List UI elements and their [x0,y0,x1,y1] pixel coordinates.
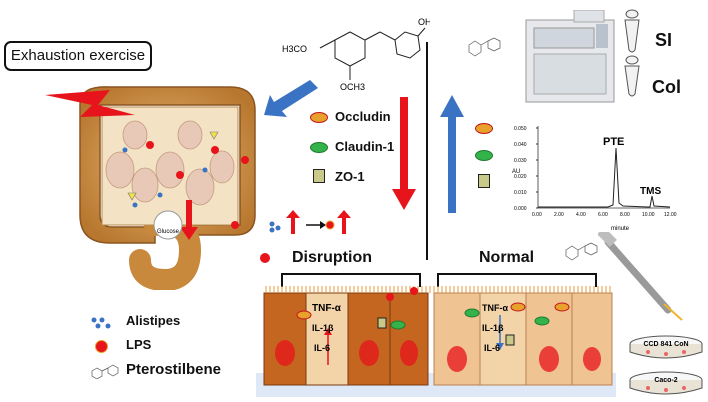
pterostilbene-small [468,37,501,57]
occludin-icon [310,112,328,123]
glucose-label: Glucose [157,229,180,235]
oh-label: OH [418,17,430,27]
pte-peak-label: PTE [603,136,624,148]
sample-tubes [624,9,640,97]
ome-top-label: H3CO [282,44,307,54]
chrom-xtick: 8.00 [620,212,630,218]
glucose-badge [153,210,183,240]
colon-illustration: Glucose [45,86,256,290]
divider-line [426,42,428,260]
chrom-ytick: 0.040 [514,142,527,148]
chrom-xtick: 6.00 [598,212,608,218]
species-legend: Alistipes LPS Pterostilbene [88,313,248,398]
chrom-ytick: 0.020 [514,174,527,180]
normal-label: Normal [475,249,539,267]
section-brackets [281,273,597,287]
tnf-label-left: TNF-α [312,303,342,314]
il6-label-right: IL-6 [484,343,500,353]
chrom-xlabel: minute [611,226,630,230]
tms-peak-label: TMS [640,186,661,197]
chrom-ytick: 0.010 [514,190,527,196]
red-down-arrow [392,97,416,210]
lps-label: LPS [126,337,152,352]
pipette [598,232,683,321]
lps-icon [95,340,108,353]
lightning-icon [45,90,135,117]
title-text: Exhaustion exercise [10,47,146,64]
pterostilbene-icon [91,364,119,379]
chrom-trace [538,147,671,208]
il1b-label-left: IL-1β [312,323,334,333]
occludin-icon-right [475,123,493,134]
tnf-label-right: TNF-α [482,303,508,313]
si-label: SI [655,30,673,50]
pterostilbene-label: Pterostilbene [126,361,222,378]
chrom-ytick: 0.050 [514,126,527,132]
disruption-label: Disruption [288,249,376,267]
culture-dishes: CCD 841 CoN Caco-2 [629,335,703,395]
chrom-xtick: 10.00 [642,212,655,218]
protein-legend: Occludin Claudin-1 ZO-1 [310,109,420,197]
chrom-xtick: 2.00 [554,212,564,218]
chrom-xtick: 0.00 [532,212,542,218]
alistipes-icon [91,317,111,329]
occludin-label: Occludin [335,109,391,124]
il6-label-left: IL-6 [314,343,330,353]
ccd-label: CCD 841 CoN [643,341,688,348]
lps-dot-icon [260,253,270,263]
caco2-label: Caco-2 [654,377,677,384]
claudin-label: Claudin-1 [335,139,395,154]
chrom-ytick: 0.030 [514,158,527,164]
chrom-ylabel: AU [512,169,520,175]
hplc-machine [525,10,615,103]
claudin-icon-right [475,150,493,161]
chrom-ytick: 0.000 [514,206,527,212]
alistipes-label: Alistipes [126,313,181,328]
claudin-icon [310,142,328,153]
blue-diagonal-arrow [264,80,318,117]
ome-bottom-label: OCH3 [340,82,365,92]
chrom-xtick: 12.00 [664,212,677,218]
increase-row [269,210,351,234]
zo1-icon-right [478,174,490,188]
chromatogram: AU minute 0.0500.0400.0300.0200.0100.000… [512,126,677,230]
down-arrow-icon [180,200,198,240]
pterostilbene-structure: OH H3CO OCH3 [282,17,430,92]
cell-layer: TNF-α IL-1β IL-6 TNF-α IL-1β IL-6 [256,286,616,397]
title-box: Exhaustion exercise [4,41,152,71]
blue-up-arrow [440,95,464,213]
col-label: Col [652,77,681,97]
chrom-xtick: 4.00 [576,212,586,218]
pterostilbene-tiny [565,242,598,261]
zo1-label: ZO-1 [335,169,365,184]
zo1-icon [313,169,325,183]
il1b-label-right: IL-1β [482,323,504,333]
